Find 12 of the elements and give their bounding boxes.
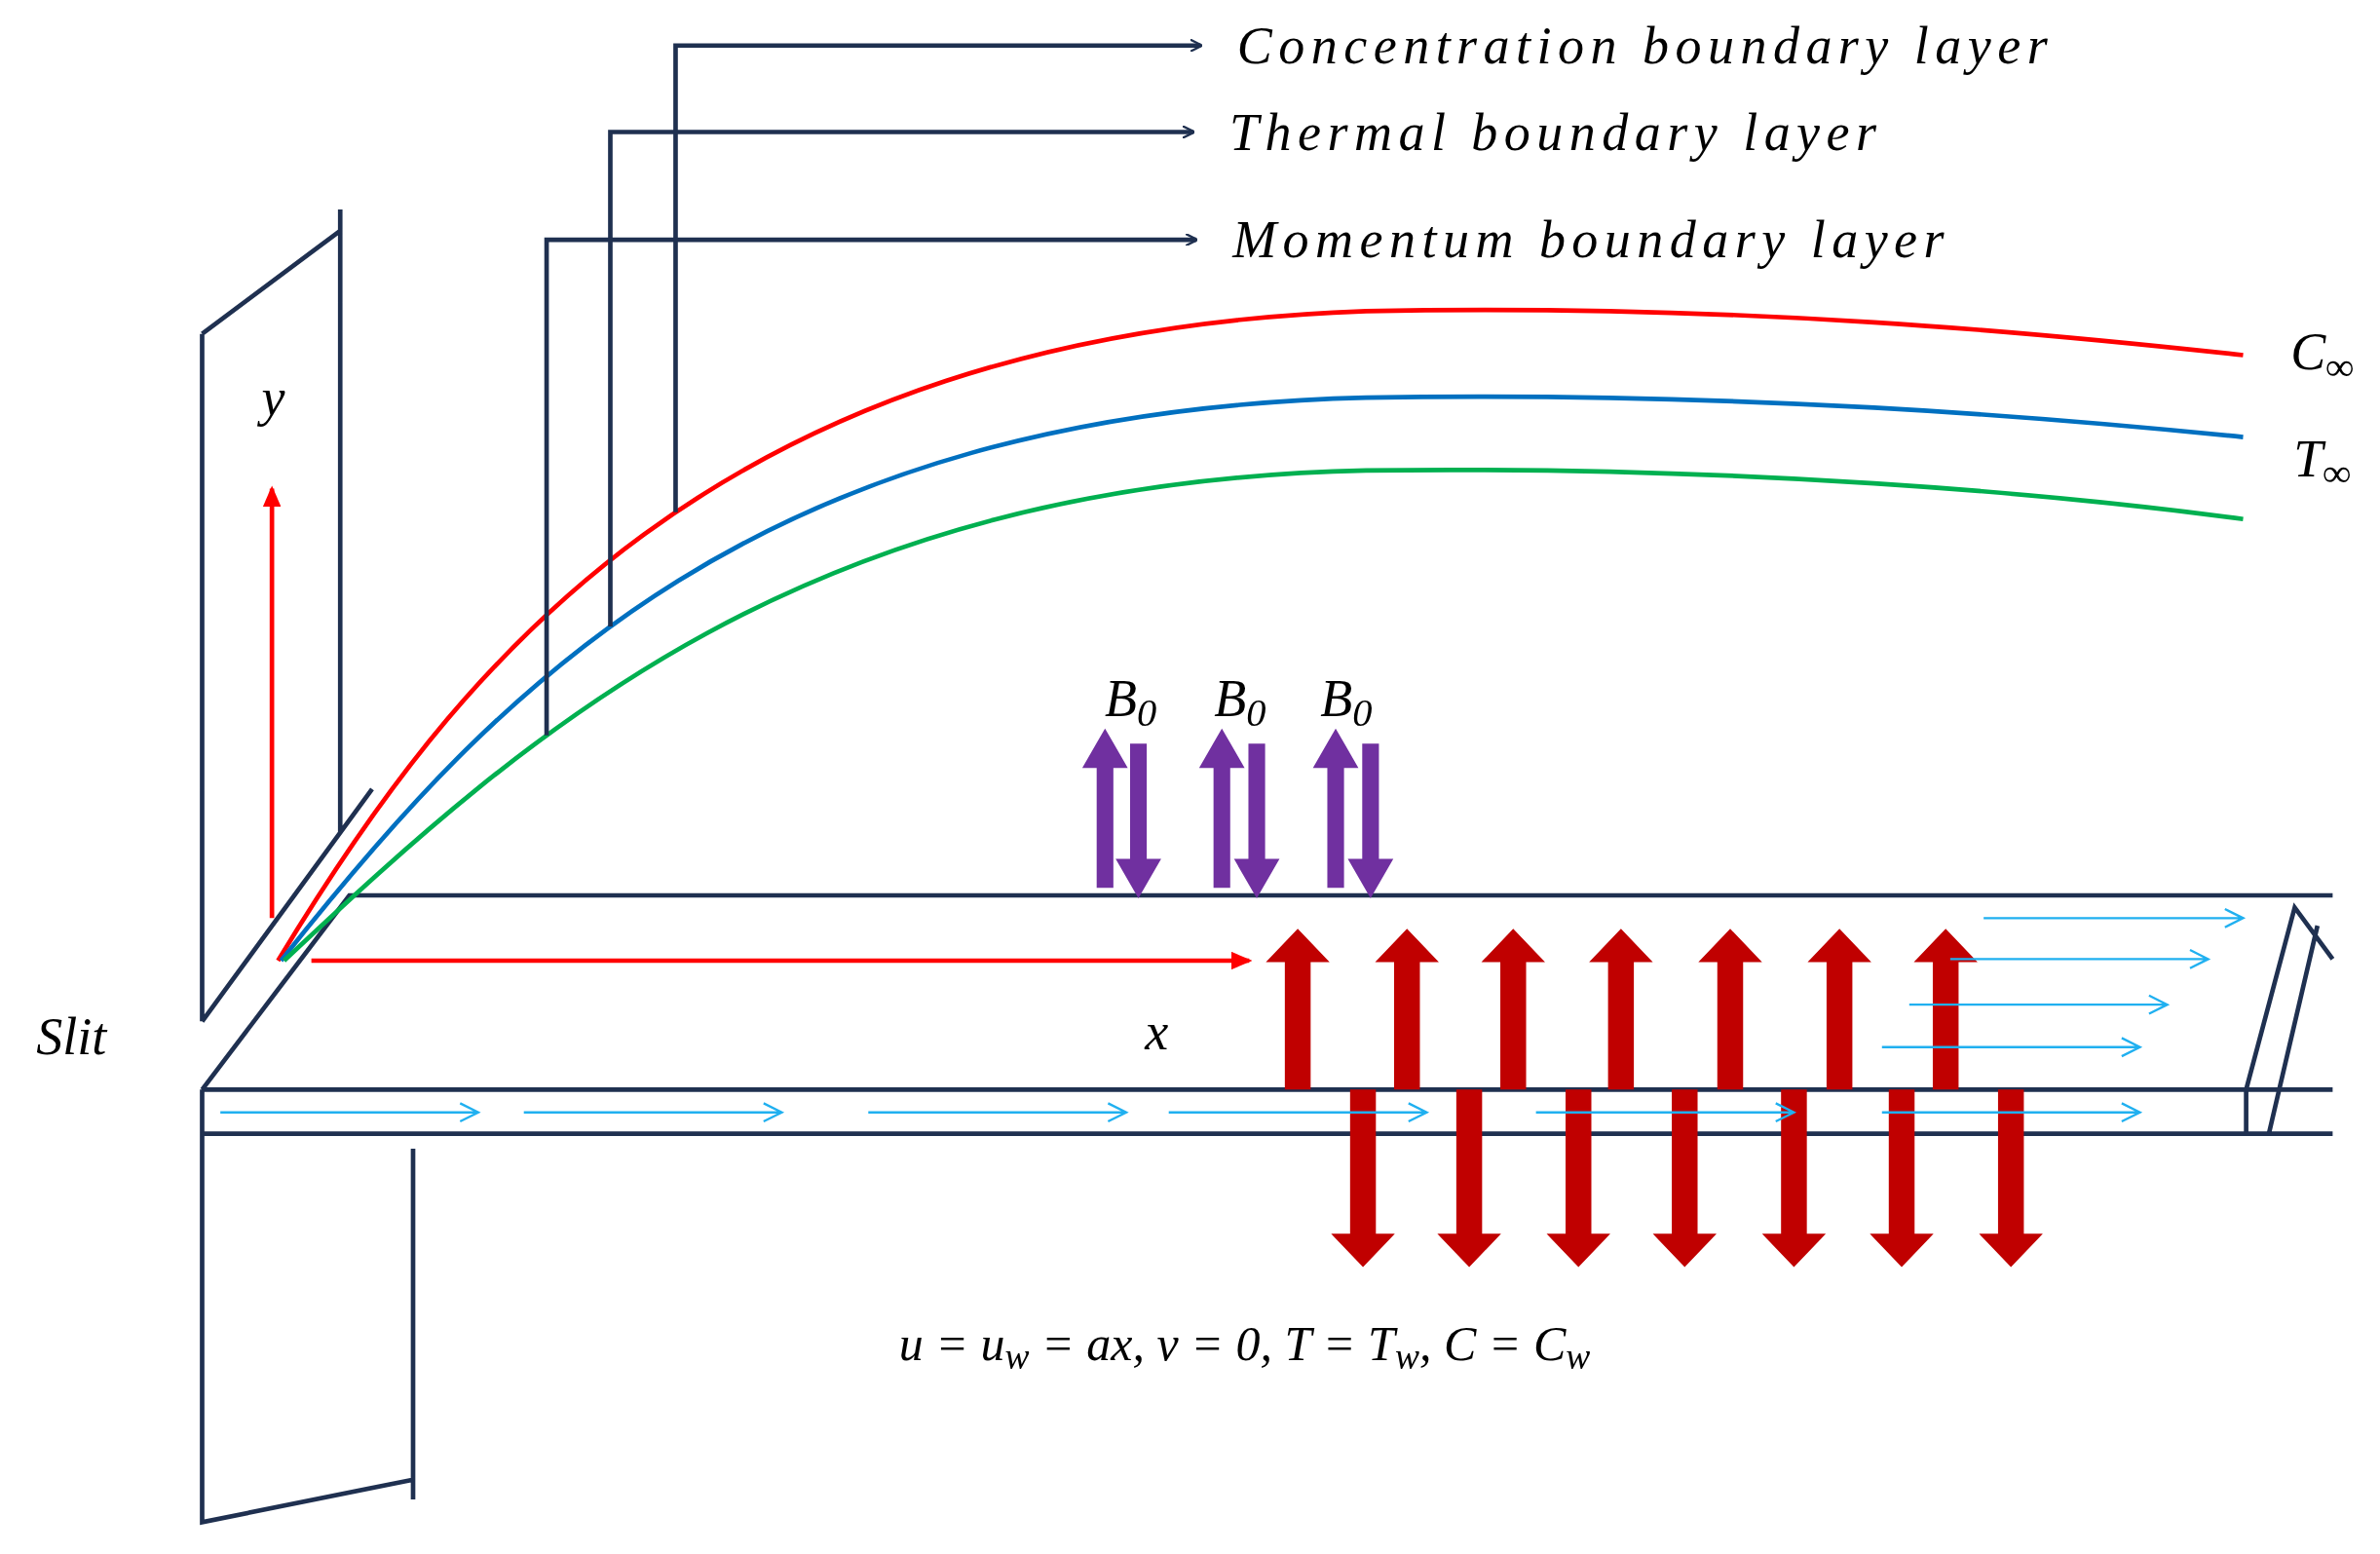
symbol-label: x [1145,1005,1169,1059]
layer-label: Momentum boundary layer [1232,213,1951,267]
symbol-label: B$_{0}$ [1105,671,1157,725]
curve-label: T$_{∞}$ [2293,432,2352,485]
symbol-label: B$_{0}$ [1214,671,1266,725]
leader-line [544,232,1199,736]
leader-line [673,38,1204,512]
symbol-label: Slit [36,1010,107,1064]
leader-line [608,125,1196,626]
symbol-label: B$_{0}$ [1320,671,1373,725]
curve-label: C$_{∞}$ [2290,325,2355,379]
boundary-condition-text: u = u$_{w}$ = ax, v = 0, T = T$_{w}$, C = C$_{w}$ [898,1318,1591,1368]
